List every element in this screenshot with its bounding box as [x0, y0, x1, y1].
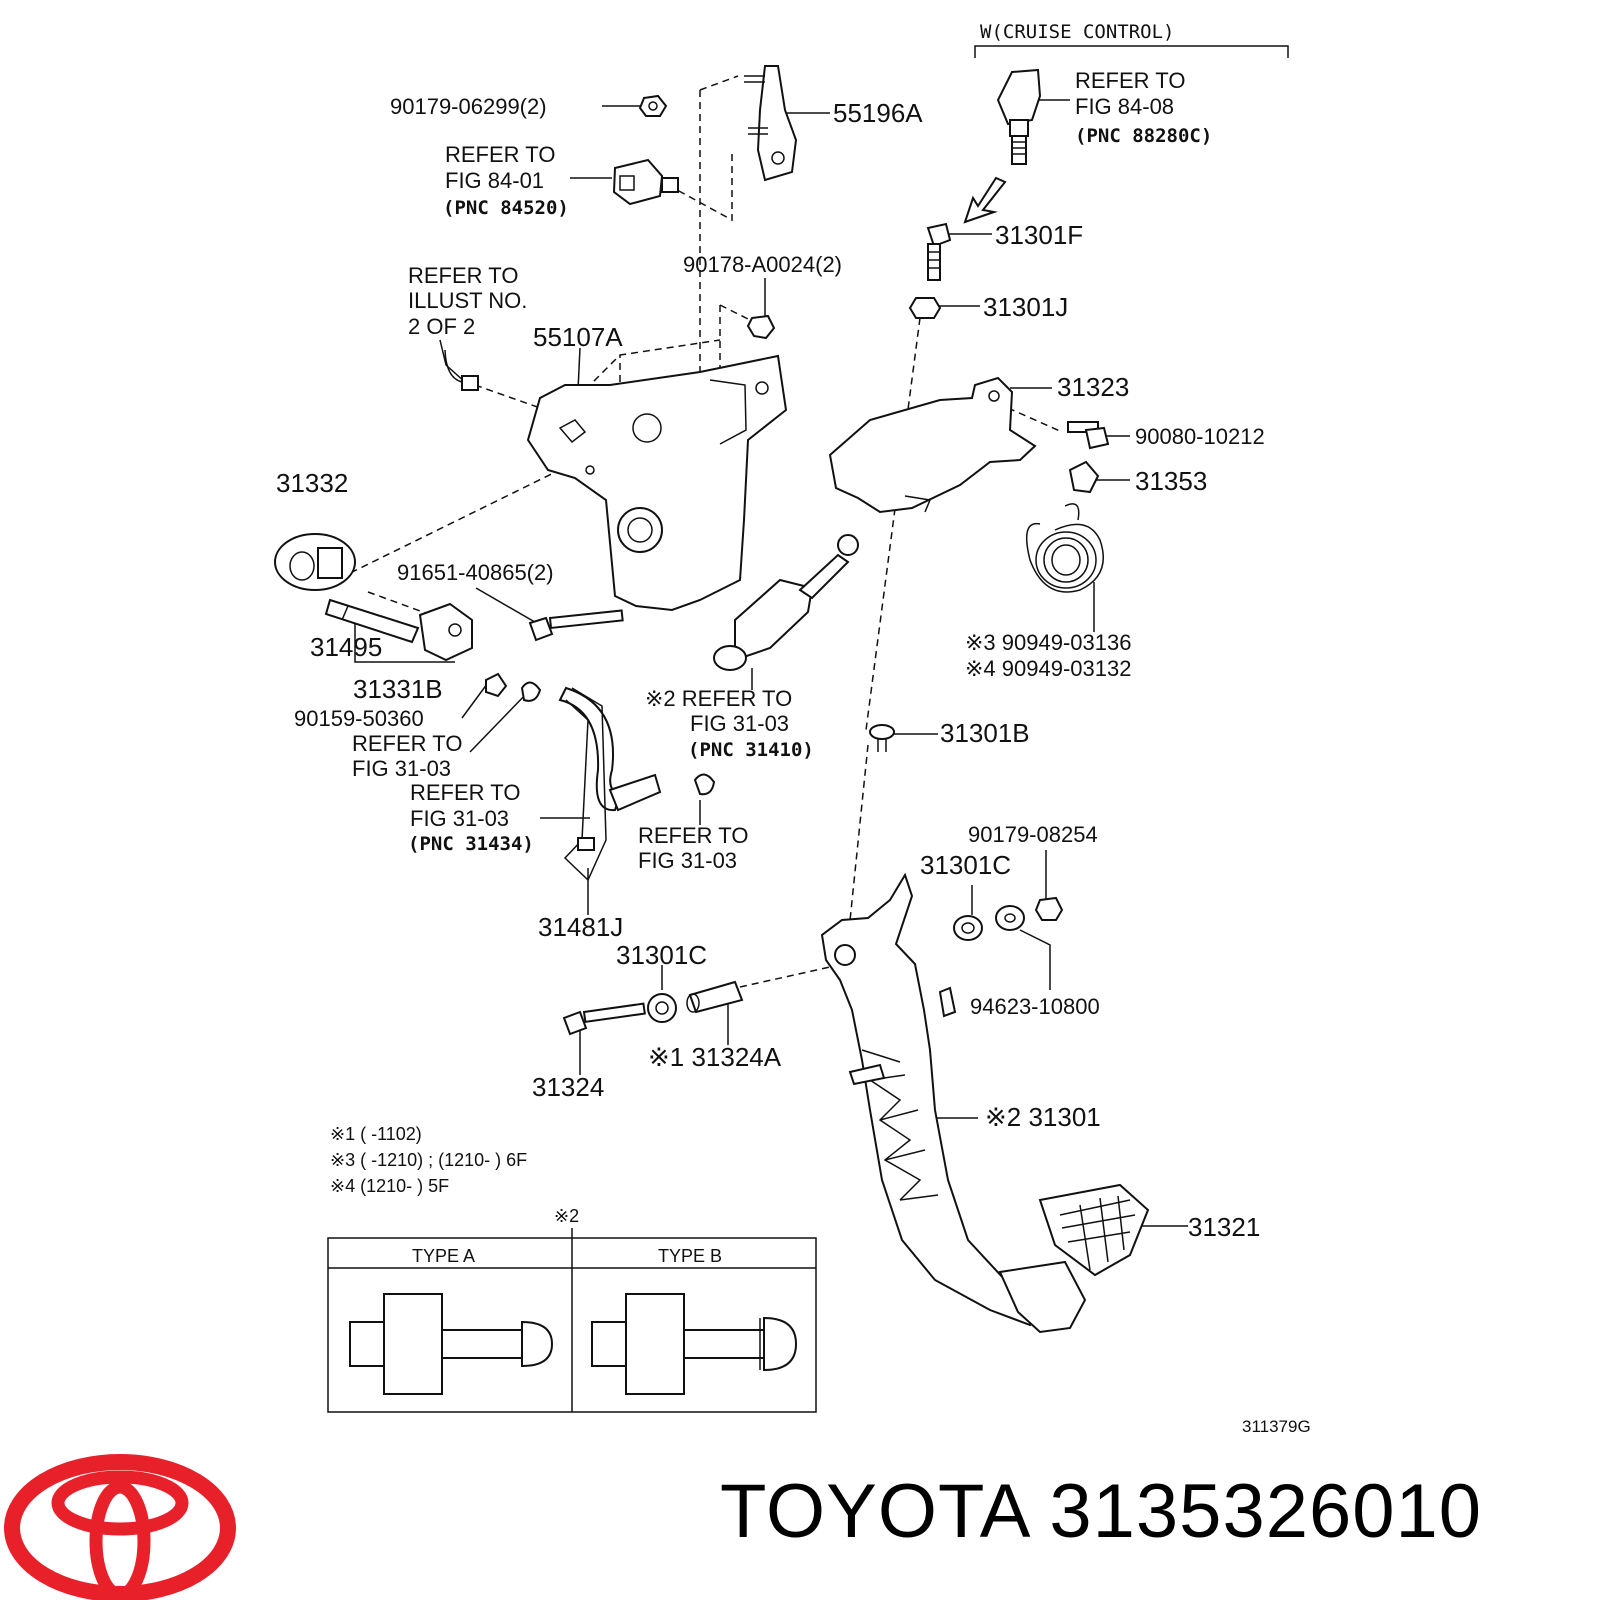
bushing-31332	[274, 533, 356, 591]
type-b-header: TYPE B	[658, 1246, 722, 1266]
hose-31434	[558, 686, 662, 812]
sensor-connector	[444, 349, 479, 391]
collar-31301c-upper	[953, 915, 983, 941]
callout-31324a: ※1 31324A	[648, 1042, 782, 1072]
callout-90949-03136: ※3 90949-03136	[965, 630, 1131, 655]
callout-fig-31-03: FIG 31-03	[690, 711, 789, 736]
callout-55107a: 55107A	[533, 322, 623, 352]
callout-31301f: 31301F	[995, 220, 1083, 250]
callout-31323: 31323	[1057, 372, 1129, 402]
stop-lamp-switch	[612, 158, 679, 206]
link-31331b	[418, 602, 473, 662]
callout-labels: 90179-06299(2) 55196A REFER TO FIG 84-01…	[276, 68, 1265, 1242]
callout-refer-to: REFER TO	[445, 142, 555, 167]
nut-90159-50360	[485, 672, 508, 698]
callout-31332: 31332	[276, 468, 348, 498]
callout-90949-03132: ※4 90949-03132	[965, 656, 1131, 681]
callout-pnc-31410: (PNC 31410)	[688, 739, 814, 761]
nut-31301j	[908, 297, 942, 319]
callout-31495: 31495	[310, 632, 382, 662]
callout-31301c-upper: 31301C	[920, 850, 1011, 880]
callout-refer-to: REFER TO	[352, 731, 462, 756]
callout-fig-31-03: FIG 31-03	[638, 848, 737, 873]
bolt-31324	[562, 1002, 646, 1036]
callout-90179-08254: 90179-08254	[968, 822, 1098, 847]
type-b-illustration	[591, 1293, 798, 1395]
callout-31301j: 31301J	[983, 292, 1068, 322]
callout-91651-40865: 91651-40865(2)	[397, 560, 554, 585]
nut-90179-06299	[638, 94, 668, 117]
support-bracket-55107a	[526, 354, 788, 612]
callout-refer-to: REFER TO	[408, 263, 518, 288]
bolt-90080-10212	[1067, 421, 1110, 450]
pedal-stud	[938, 986, 957, 1018]
callout-illust-no: ILLUST NO.	[408, 288, 527, 313]
callout-refer-to: REFER TO	[1075, 68, 1185, 93]
collar-31301c-lower	[647, 993, 677, 1023]
bracket-55196a	[744, 65, 798, 182]
callout-55196a: 55196A	[833, 98, 923, 128]
callout-31301c-lower: 31301C	[616, 940, 707, 970]
callout-pnc-88280c: (PNC 88280C)	[1075, 125, 1212, 147]
note-3: ※3 ( -1210) ; (1210- ) 6F	[330, 1150, 527, 1170]
cruise-control-bracket	[974, 45, 1289, 58]
washer-94623-10800	[995, 905, 1025, 931]
callout-fig-84-08: FIG 84-08	[1075, 94, 1174, 119]
hose-clip	[520, 681, 542, 702]
pedal-pad-cover	[998, 1260, 1087, 1334]
callout-31321: 31321	[1188, 1212, 1260, 1242]
arrow	[963, 176, 1007, 224]
type-a-header: TYPE A	[412, 1246, 475, 1266]
cushion-31353	[1068, 460, 1100, 494]
applicability-notes: ※1 ( -1102) ※3 ( -1210) ; (1210- ) 6F ※4…	[330, 1124, 527, 1196]
bracket-31323	[828, 376, 1037, 514]
nut-90179-08254	[1034, 896, 1064, 921]
callout-90159-50360: 90159-50360	[294, 706, 424, 731]
type-table-marker: ※2	[554, 1206, 579, 1226]
note-1: ※1 ( -1102)	[330, 1124, 422, 1144]
callout-fig-31-03: FIG 31-03	[410, 806, 509, 831]
nut-90178-a0024	[746, 314, 776, 340]
brake-pedal-31301	[820, 872, 1042, 1327]
callout-90080-10212: 90080-10212	[1135, 424, 1265, 449]
stopper-31301b	[869, 724, 895, 752]
bushing-31324a	[686, 980, 744, 1014]
callout-31324: 31324	[532, 1072, 604, 1102]
callout-fig-84-01: FIG 84-01	[445, 168, 544, 193]
callout-refer-to: REFER TO	[638, 823, 748, 848]
note-4: ※4 (1210- ) 5F	[330, 1176, 449, 1196]
callout-2-of-2: 2 OF 2	[408, 314, 475, 339]
tube-31481j	[563, 687, 607, 882]
bolt-91651-40865	[528, 609, 624, 642]
pedal-pad-31321	[1038, 1183, 1150, 1277]
variant-label: W(CRUISE CONTROL)	[980, 21, 1174, 43]
callout-fig-31-03: FIG 31-03	[352, 756, 451, 781]
type-table: ※2 TYPE A TYPE B	[327, 1206, 817, 1413]
callout-31481j: 31481J	[538, 912, 623, 942]
toyota-logo-icon	[4, 1454, 236, 1600]
tube-clip	[693, 773, 716, 796]
callout-94623-10800: 94623-10800	[970, 994, 1100, 1019]
callout-refer-to-2: ※2 REFER TO	[645, 686, 792, 711]
type-a-illustration	[349, 1293, 554, 1395]
callout-31301b: 31301B	[940, 718, 1030, 748]
bolt-31301f	[926, 222, 952, 281]
cruise-switch	[996, 68, 1042, 165]
callout-90178-a0024: 90178-A0024(2)	[683, 252, 842, 277]
callout-31331b: 31331B	[353, 674, 443, 704]
callout-pnc-31434: (PNC 31434)	[408, 833, 534, 855]
pin-31495	[324, 598, 420, 644]
callout-pnc-84520: (PNC 84520)	[443, 197, 569, 219]
return-spring	[1025, 503, 1104, 593]
push-rod	[713, 534, 859, 671]
callout-31353: 31353	[1135, 466, 1207, 496]
callout-refer-to: REFER TO	[410, 780, 520, 805]
brand-part-number: TOYOTA 3135326010	[720, 1469, 1483, 1554]
callout-90179-06299: 90179-06299(2)	[390, 94, 547, 119]
callout-31301: ※2 31301	[985, 1102, 1101, 1132]
figure-code: 311379G	[1242, 1417, 1311, 1436]
